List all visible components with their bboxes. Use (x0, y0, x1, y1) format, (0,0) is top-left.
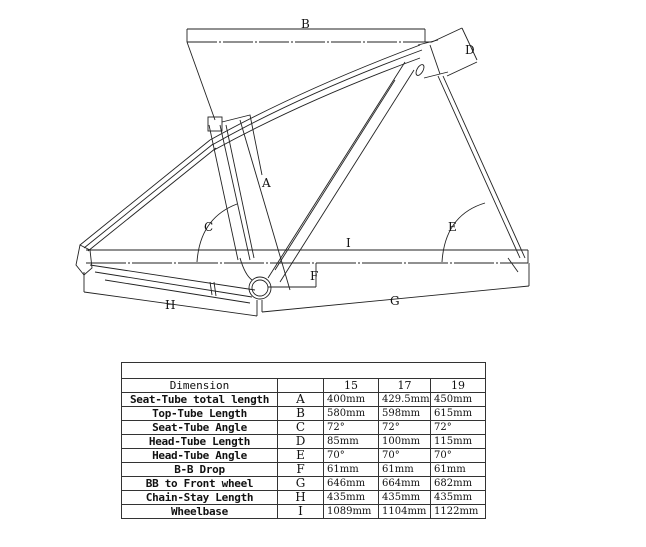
header-letter (277, 378, 324, 393)
label-G: G (390, 294, 400, 308)
dimension-name: BB to Front wheel (121, 476, 278, 491)
label-C: C (204, 220, 213, 234)
top-tube (209, 44, 423, 151)
value-size-17: 100mm (378, 434, 431, 449)
rear-dropout (75, 244, 93, 276)
label-D: D (465, 43, 475, 57)
value-size-19: 61mm (430, 462, 486, 477)
dimension-A-line (239, 119, 291, 291)
seat-tube (207, 114, 263, 261)
seat-stay (79, 139, 217, 252)
angle-E-arc (441, 202, 486, 263)
dimension-F-line (268, 263, 317, 288)
bottom-bracket (239, 257, 272, 300)
value-size-15: 646mm (323, 476, 379, 491)
value-size-15: 61mm (323, 462, 379, 477)
dimension-letter: E (277, 448, 324, 463)
dimension-letter: B (277, 406, 324, 421)
value-size-17: 429.5mm (378, 392, 431, 407)
value-size-17: 72° (378, 420, 431, 435)
dimension-name: Seat-Tube total length (121, 392, 278, 407)
geometry-table: Dimension 15 17 19 Seat-Tube total lengt… (121, 362, 486, 519)
header-dimension: Dimension (121, 378, 278, 393)
dimension-D-line (431, 27, 478, 77)
table-title (121, 362, 486, 379)
table-header-row: Dimension 15 17 19 (121, 378, 486, 393)
dimension-letter: D (277, 434, 324, 449)
value-size-15: 70° (323, 448, 379, 463)
label-F: F (310, 269, 318, 283)
angle-C-arc (196, 203, 238, 263)
value-size-15: 85mm (323, 434, 379, 449)
dimension-name: Head-Tube Angle (121, 448, 278, 463)
value-size-19: 115mm (430, 434, 486, 449)
value-size-19: 1122mm (430, 504, 486, 519)
dimension-letter: C (277, 420, 324, 435)
dimension-name: Seat-Tube Angle (121, 420, 278, 435)
value-size-17: 664mm (378, 476, 431, 491)
dimension-name: Top-Tube Length (121, 406, 278, 421)
value-size-15: 400mm (323, 392, 379, 407)
header-size-19: 19 (430, 378, 486, 393)
head-tube (415, 39, 449, 79)
value-size-19: 682mm (430, 476, 486, 491)
value-size-15: 435mm (323, 490, 379, 505)
dimension-letter: I (277, 504, 324, 519)
value-size-17: 1104mm (378, 504, 431, 519)
value-size-17: 435mm (378, 490, 431, 505)
dimension-letter: G (277, 476, 324, 491)
value-size-19: 435mm (430, 490, 486, 505)
value-size-17: 70° (378, 448, 431, 463)
value-size-19: 70° (430, 448, 486, 463)
value-size-15: 580mm (323, 406, 379, 421)
value-size-17: 598mm (378, 406, 431, 421)
dimension-H-line (83, 272, 258, 317)
label-I: I (346, 236, 351, 250)
value-size-15: 72° (323, 420, 379, 435)
header-size-17: 17 (378, 378, 431, 393)
dimension-G-line (261, 263, 530, 313)
bike-frame-geometry-diagram: B D A C E I F G H (75, 17, 530, 317)
dimension-B-line (186, 28, 432, 121)
dimension-I-line (86, 249, 529, 264)
value-size-19: 72° (430, 420, 486, 435)
value-size-15: 1089mm (323, 504, 379, 519)
header-size-15: 15 (323, 378, 379, 393)
value-size-19: 615mm (430, 406, 486, 421)
dimension-name: Head-Tube Length (121, 434, 278, 449)
dimension-name: Wheelbase (121, 504, 278, 519)
label-E: E (448, 220, 457, 234)
label-H: H (165, 298, 175, 312)
dimension-letter: H (277, 490, 324, 505)
label-B: B (301, 17, 310, 31)
dimension-letter: F (277, 462, 324, 477)
fork-line (437, 75, 526, 273)
table-title-row (121, 362, 486, 379)
dimension-name: Chain-Stay Length (121, 490, 278, 505)
chain-stay (89, 264, 256, 304)
dimension-letter: A (277, 392, 324, 407)
value-size-17: 61mm (378, 462, 431, 477)
value-size-19: 450mm (430, 392, 486, 407)
down-tube (267, 61, 415, 283)
dimension-name: B-B Drop (121, 462, 278, 477)
label-A: A (261, 176, 271, 190)
